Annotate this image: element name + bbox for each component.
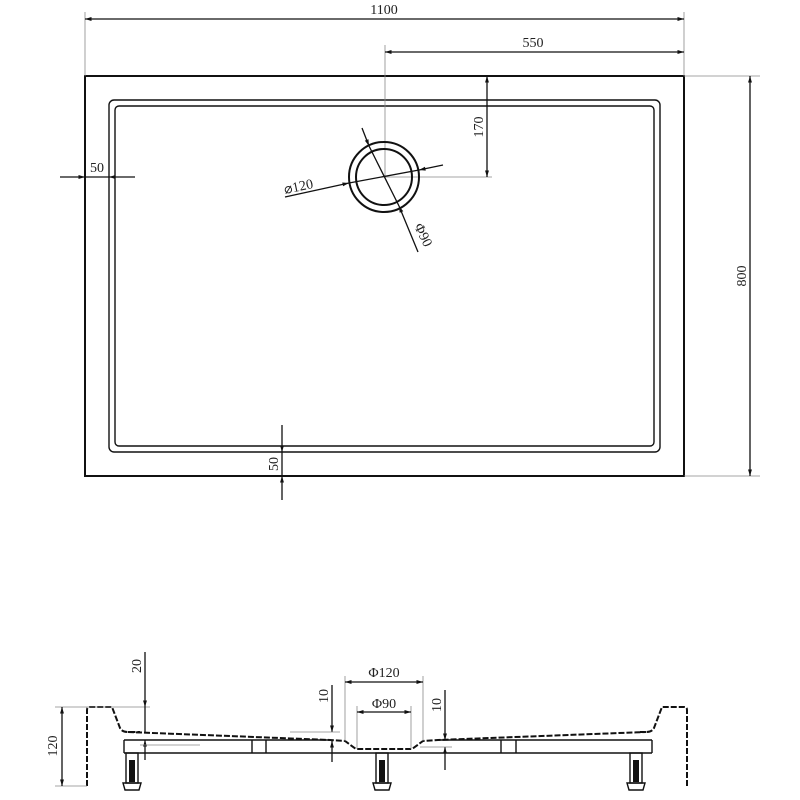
adjustable-foot-icon: [626, 752, 646, 791]
tray-outline: [84, 75, 685, 477]
dimension-width-label: 1100: [370, 3, 397, 18]
basin-edge: [114, 105, 655, 447]
dimension-rim-bottom-label: 50: [267, 457, 282, 471]
dimension-slope-left-label: 10: [317, 689, 332, 703]
dimension-tray-height-label: 120: [46, 736, 61, 757]
dimension-rim-left-label: 50: [90, 161, 104, 176]
adjustable-foot-icon: [372, 752, 392, 791]
left-wall: [86, 706, 140, 786]
plan-view: 1100 550 800 170 50 50: [60, 3, 760, 500]
tray-surface: [127, 731, 647, 750]
right-wall: [640, 706, 688, 786]
dimension-rim-step-label: 20: [130, 659, 145, 673]
dimension-slope-right-label: 10: [430, 698, 445, 712]
drain-inner-diameter-label: Φ90: [410, 221, 434, 249]
dimension-drain-y-label: 170: [472, 117, 487, 138]
dimension-drain-x-label: 550: [523, 36, 544, 51]
section-drain-outer-label: Φ120: [368, 666, 399, 681]
section-view: 120 20 Φ120 Φ90 10 10: [46, 652, 688, 791]
drain-outer-diameter-label: ⌀120: [283, 177, 315, 198]
section-drain-inner-label: Φ90: [372, 697, 396, 712]
adjustable-foot-icon: [122, 752, 142, 791]
rim-inner-edge: [108, 99, 661, 453]
drain-icon: [284, 127, 444, 253]
dimension-depth-label: 800: [735, 266, 750, 287]
